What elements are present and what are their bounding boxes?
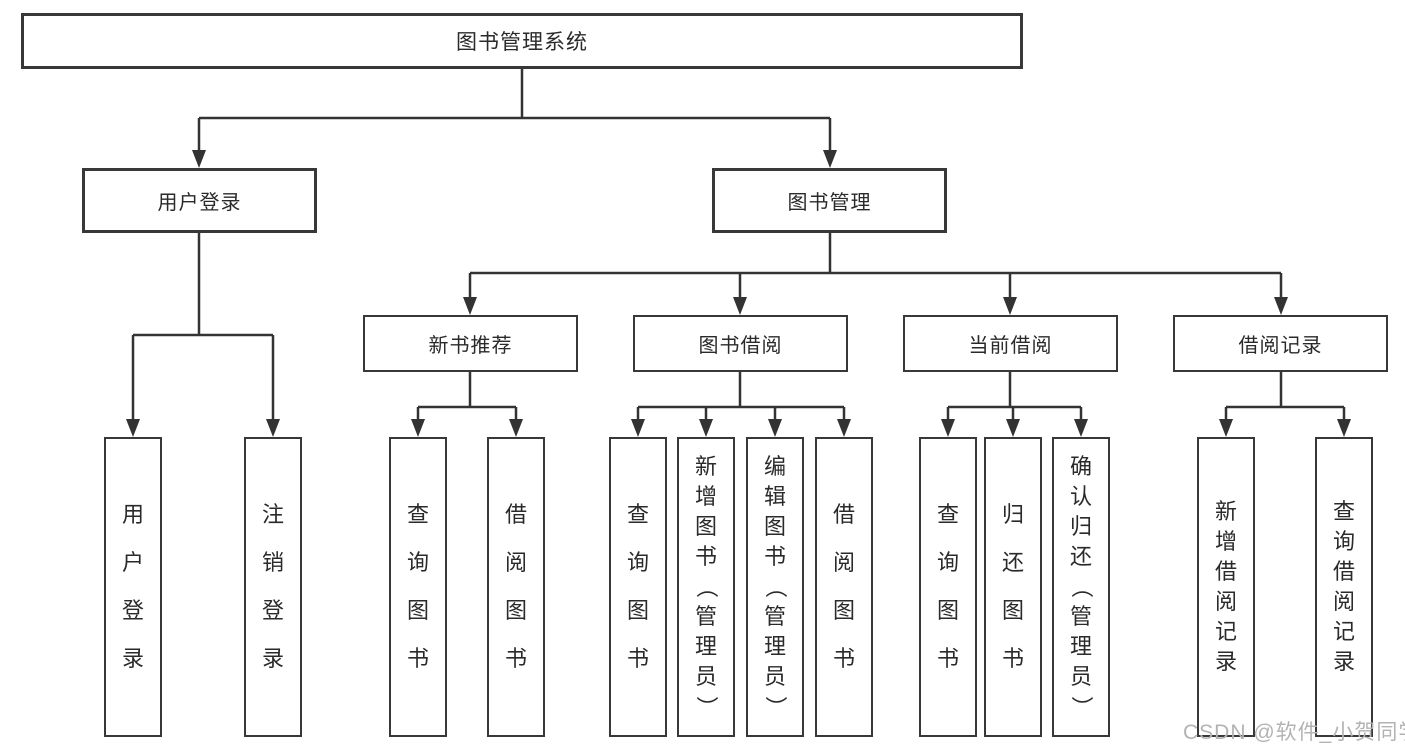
node-label: 查询借阅记录 <box>1332 499 1355 674</box>
node-label: 确认归还（管理员） <box>1068 454 1094 719</box>
node-label: 新增借阅记录 <box>1214 499 1237 674</box>
node-library-management-system: 图书管理系统 <box>21 13 1023 69</box>
node-label: 查询图书 <box>626 502 649 671</box>
csdn-watermark: CSDN @软件_小贺同学 <box>1183 721 1405 744</box>
node-book-management: 图书管理 <box>712 168 947 233</box>
leaf-edit-books-admin: 编辑图书（管理员） <box>746 437 804 737</box>
node-label: 图书管理系统 <box>456 31 588 54</box>
node-label: 借阅图书 <box>504 502 527 671</box>
leaf-query-books: 查询图书 <box>389 437 447 737</box>
node-book-borrowing: 图书借阅 <box>633 315 848 372</box>
node-label: 用户登录 <box>157 192 242 214</box>
leaf-borrow-books: 借阅图书 <box>487 437 545 737</box>
leaf-query-books: 查询图书 <box>919 437 977 737</box>
leaf-borrow-books: 借阅图书 <box>815 437 873 737</box>
leaf-add-borrow-record: 新增借阅记录 <box>1197 437 1255 737</box>
node-label: 图书借阅 <box>698 335 783 357</box>
leaf-logout: 注销登录 <box>244 437 302 737</box>
leaf-query-borrow-record: 查询借阅记录 <box>1315 437 1373 737</box>
node-label: 新书推荐 <box>428 335 513 357</box>
leaf-query-books: 查询图书 <box>609 437 667 737</box>
node-label: 当前借阅 <box>968 335 1053 357</box>
node-user-login: 用户登录 <box>82 168 317 233</box>
leaf-add-books-admin: 新增图书（管理员） <box>677 437 735 737</box>
node-label: 用户登录 <box>121 502 144 671</box>
node-current-borrowing: 当前借阅 <box>903 315 1118 372</box>
leaf-return-books: 归还图书 <box>984 437 1042 737</box>
node-label: 图书管理 <box>787 192 872 214</box>
node-label: 查询图书 <box>936 502 959 671</box>
node-borrowing-records: 借阅记录 <box>1173 315 1388 372</box>
leaf-user-login: 用户登录 <box>104 437 162 737</box>
node-label: 借阅记录 <box>1238 335 1323 357</box>
node-label: 注销登录 <box>261 502 284 671</box>
node-label: 归还图书 <box>1001 502 1024 671</box>
node-new-book-recommendation: 新书推荐 <box>363 315 578 372</box>
node-label: 借阅图书 <box>832 502 855 671</box>
node-label: 新增图书（管理员） <box>693 454 719 719</box>
node-label: 查询图书 <box>406 502 429 671</box>
leaf-confirm-return-admin: 确认归还（管理员） <box>1052 437 1110 737</box>
node-label: 编辑图书（管理员） <box>762 454 788 719</box>
